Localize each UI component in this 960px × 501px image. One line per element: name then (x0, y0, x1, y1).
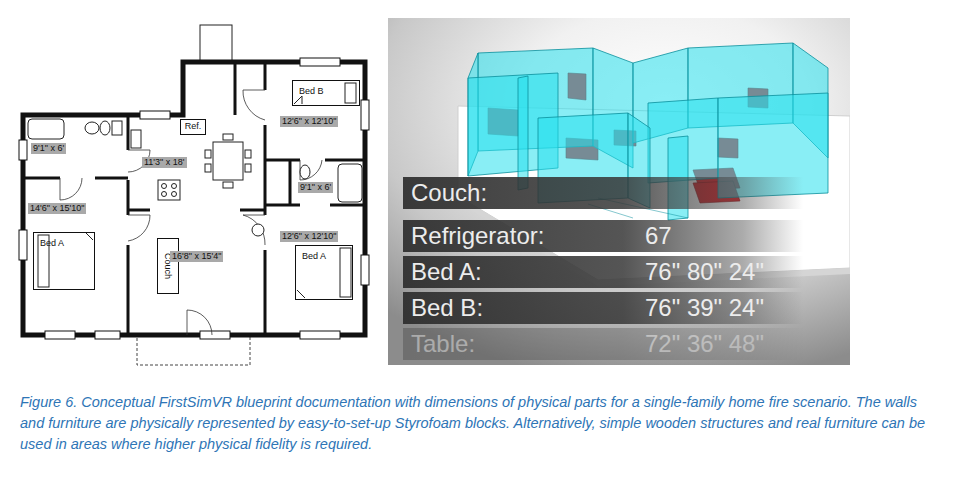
bed-block: Bed A (295, 245, 353, 300)
room-dimension: 9'1" x 6' (31, 143, 66, 154)
part-name: Bed A (302, 251, 326, 261)
bed-block: Bed B (292, 80, 360, 106)
room-dimension: 12'6" x 12'10" (280, 231, 338, 242)
room-dimension: 16'8" x 15'4" (170, 251, 223, 262)
part-name: Couch: (411, 177, 487, 209)
part-name: Bed B: (411, 292, 483, 324)
part-name: Ref. (185, 121, 202, 131)
part-name: Bed A (40, 238, 64, 248)
room-dimension: 9'1" x 6' (298, 182, 333, 193)
dimension-row: Refrigerator: 67 (403, 220, 803, 252)
part-dimensions: 67 (645, 220, 672, 252)
dimension-row: Bed A: 76" 80" 24" (403, 256, 803, 288)
bed-block: Bed A (33, 232, 95, 290)
part-name: Bed A: (411, 256, 482, 288)
room-dimension: 14'6" x 15'10" (28, 203, 86, 214)
dimension-row: Table: 72" 36" 48" (403, 328, 803, 360)
part-name: Bed B (299, 86, 324, 96)
figure-caption: Figure 6. Conceptual FirstSimVR blueprin… (20, 392, 945, 455)
refrigerator-block: Ref. (180, 119, 206, 135)
part-dimensions: 76" 39" 24" (645, 292, 764, 324)
part-name: Refrigerator: (411, 220, 544, 252)
part-dimensions: 76" 80" 24" (645, 256, 764, 288)
dimension-row: Bed B: 76" 39" 24" (403, 292, 803, 324)
dimension-row: Couch: (403, 177, 803, 209)
room-dimension: 12'6" x 12'10" (280, 116, 338, 127)
room-dimension: 11'3" x 18' (142, 157, 187, 168)
couch-block: Couch (157, 238, 179, 294)
part-dimensions: 72" 36" 48" (645, 328, 764, 360)
part-name: Table: (411, 328, 475, 360)
